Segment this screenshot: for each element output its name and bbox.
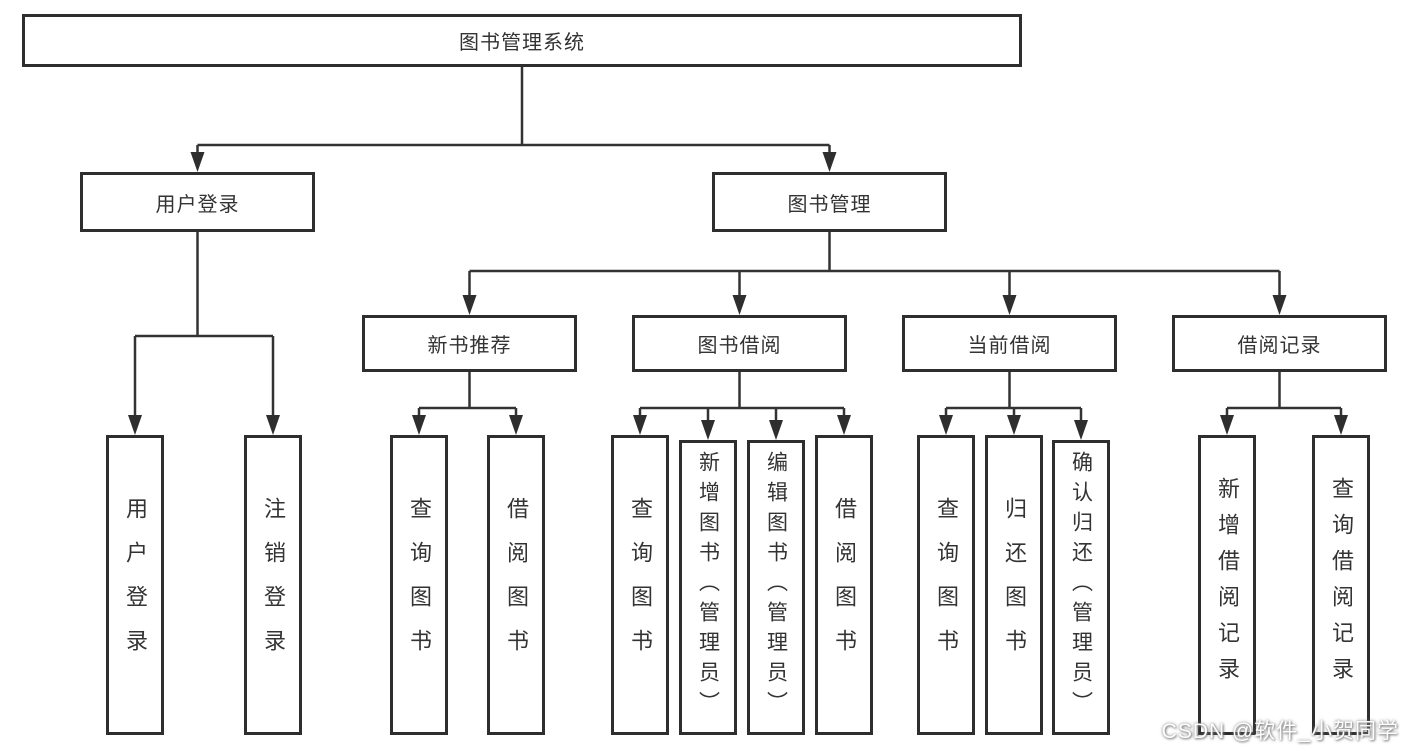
connector-current-borrow (944, 372, 1083, 426)
node-leaf-cb-confirm-return: 确认归还（管理员） (1052, 440, 1110, 735)
connector-book-borrow (638, 372, 846, 426)
node-leaf-bb-query-book: 查询图书 (611, 435, 669, 735)
node-leaf-rec-borrow-book-label: 借阅图书 (504, 497, 529, 673)
node-book-borrow: 图书借阅 (632, 315, 847, 372)
node-user-login-label: 用户登录 (155, 193, 240, 216)
node-leaf-bb-borrow-book: 借阅图书 (815, 435, 873, 735)
node-book-management-label: 图书管理 (787, 193, 872, 216)
node-borrow-records-label: 借阅记录 (1237, 335, 1322, 357)
node-book-management: 图书管理 (712, 172, 947, 232)
node-leaf-bb-edit-book: 编辑图书（管理员） (747, 440, 805, 735)
node-leaf-cb-query-book-label: 查询图书 (934, 497, 959, 673)
connector-borrow-records (1225, 372, 1343, 421)
node-leaf-br-query-record: 查询借阅记录 (1312, 435, 1370, 735)
node-leaf-rec-borrow-book: 借阅图书 (487, 435, 545, 735)
node-new-book-recommend: 新书推荐 (362, 315, 577, 372)
node-leaf-user-login-label: 用户登录 (123, 497, 148, 673)
node-leaf-logout: 注销登录 (244, 435, 302, 735)
node-leaf-bb-add-book-label: 新增图书（管理员） (696, 451, 720, 721)
node-leaf-bb-add-book: 新增图书（管理员） (679, 440, 737, 735)
node-leaf-logout-label: 注销登录 (261, 497, 286, 673)
node-leaf-br-add-record-label: 新增借阅记录 (1215, 477, 1240, 693)
node-leaf-bb-query-book-label: 查询图书 (628, 497, 653, 673)
connector-book-mgmt (468, 232, 1281, 301)
connector-root (196, 67, 831, 158)
arrowheads (128, 152, 1348, 440)
node-current-borrow: 当前借阅 (902, 315, 1117, 372)
node-leaf-bb-edit-book-label: 编辑图书（管理员） (764, 451, 788, 721)
node-leaf-cb-return-book-label: 归还图书 (1002, 497, 1027, 673)
node-user-login: 用户登录 (80, 172, 315, 232)
connector-new-book-rec (417, 372, 518, 421)
node-root: 图书管理系统 (22, 14, 1022, 67)
node-leaf-user-login: 用户登录 (106, 435, 164, 735)
node-borrow-records: 借阅记录 (1172, 315, 1387, 372)
csdn-watermark: CSDN @软件_小贺同学 (1161, 720, 1399, 743)
node-leaf-cb-query-book: 查询图书 (917, 435, 975, 735)
node-new-book-recommend-label: 新书推荐 (427, 335, 512, 357)
node-root-label: 图书管理系统 (459, 32, 585, 54)
connector-user-login (133, 232, 275, 421)
node-current-borrow-label: 当前借阅 (967, 335, 1052, 357)
node-leaf-rec-query-book: 查询图书 (390, 435, 448, 735)
node-leaf-bb-borrow-book-label: 借阅图书 (832, 497, 857, 673)
node-leaf-cb-confirm-return-label: 确认归还（管理员） (1069, 451, 1093, 721)
node-leaf-br-query-record-label: 查询借阅记录 (1329, 477, 1354, 693)
node-leaf-br-add-record: 新增借阅记录 (1198, 435, 1256, 735)
node-book-borrow-label: 图书借阅 (697, 335, 782, 357)
node-leaf-cb-return-book: 归还图书 (985, 435, 1043, 735)
node-leaf-rec-query-book-label: 查询图书 (407, 497, 432, 673)
